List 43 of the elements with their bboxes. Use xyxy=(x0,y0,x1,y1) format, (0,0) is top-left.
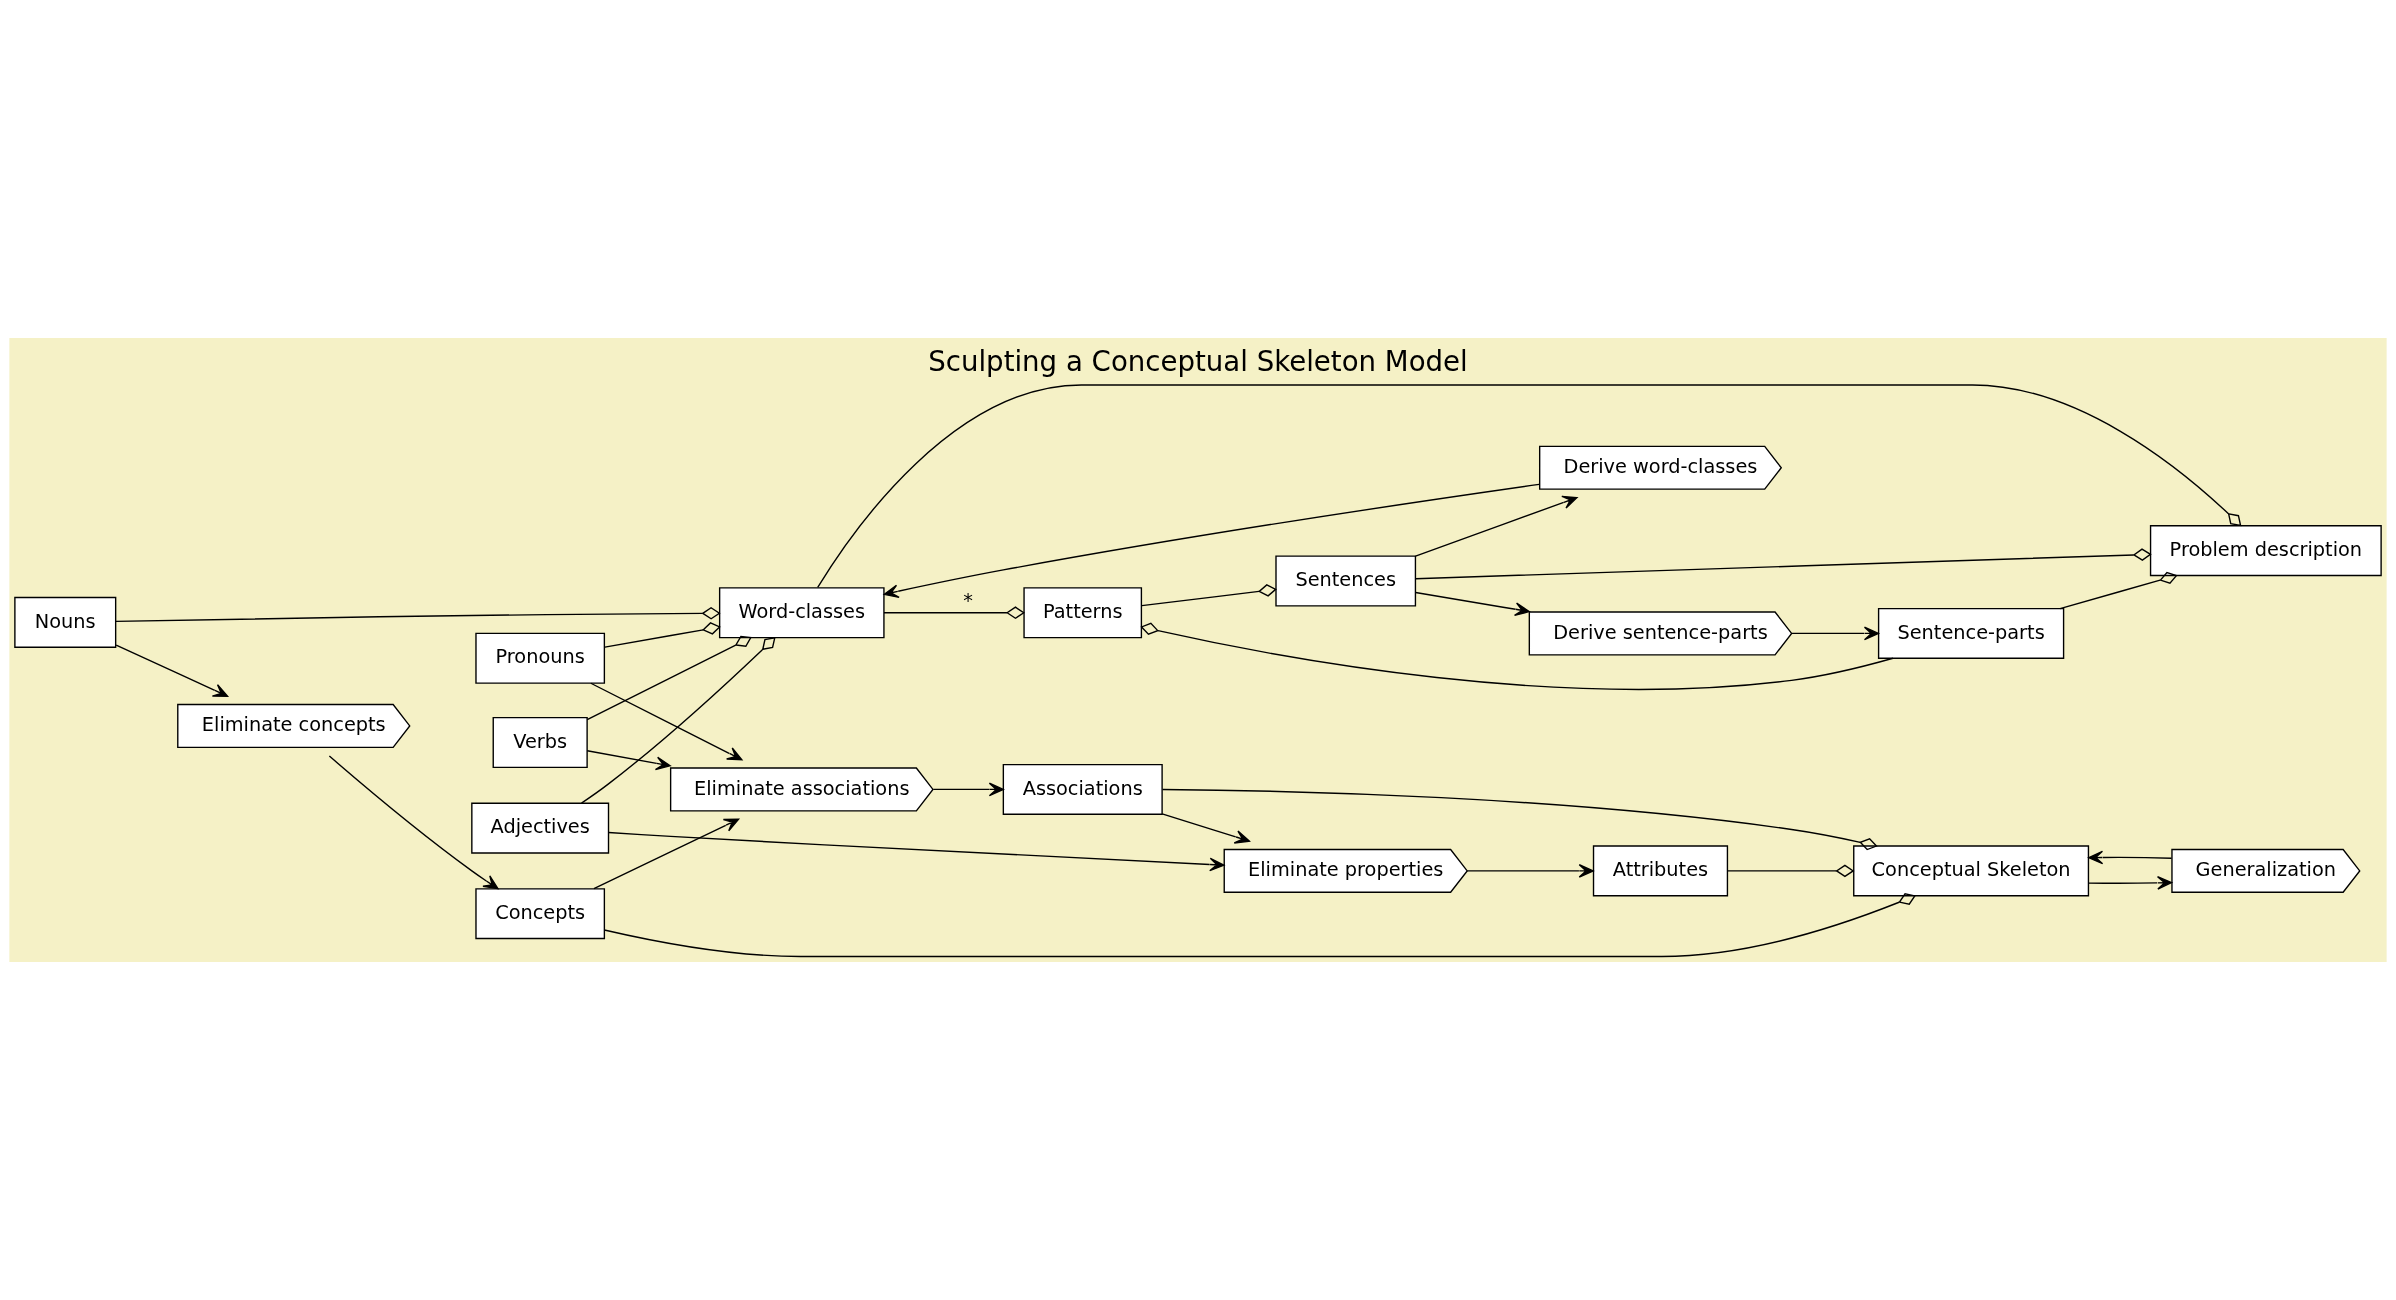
connector xyxy=(603,893,1916,958)
edge-label: * xyxy=(963,589,973,613)
connector xyxy=(604,622,721,648)
connector xyxy=(586,635,752,721)
connector xyxy=(580,636,776,804)
connector xyxy=(1141,584,1277,607)
arrow xyxy=(1414,495,1578,557)
node-box: Pronouns xyxy=(475,632,606,684)
arrow xyxy=(115,644,229,697)
node-box: Concepts xyxy=(475,888,606,940)
arrow xyxy=(607,831,1225,872)
connector xyxy=(1726,864,1855,878)
connector xyxy=(2059,571,2178,610)
connector xyxy=(883,606,1025,620)
arrow xyxy=(2088,876,2173,890)
arrow xyxy=(586,750,671,771)
node-box: Sentences xyxy=(1275,555,1417,607)
connector xyxy=(817,384,2242,589)
node-box: Associations xyxy=(1002,763,1163,815)
node-box: Conceptual Skeleton xyxy=(1853,845,2090,897)
node-box: Problem description xyxy=(2149,525,2382,577)
node-box: Sentence-parts xyxy=(1877,607,2065,659)
arrow xyxy=(1791,626,1879,641)
arrow xyxy=(593,818,740,890)
node-box: Verbs xyxy=(492,716,588,769)
node-box: Attributes xyxy=(1592,845,1729,897)
arrow xyxy=(328,755,499,890)
arrow xyxy=(1161,813,1250,844)
connector xyxy=(1140,622,1894,690)
connector xyxy=(1161,788,1878,851)
arrow xyxy=(883,483,1540,599)
arrow xyxy=(590,682,743,761)
node-box: Adjectives xyxy=(471,802,610,854)
arrow xyxy=(932,782,1004,797)
arrow xyxy=(2088,850,2173,865)
arrow xyxy=(1414,591,1530,617)
connector xyxy=(1415,548,2152,580)
connector xyxy=(115,606,721,623)
node-box: Word-classes xyxy=(718,587,885,639)
diagram-title: Sculpting a Conceptual Skeleton Model xyxy=(928,345,1468,379)
node-box: Patterns xyxy=(1023,587,1143,639)
arrow xyxy=(1466,863,1594,878)
node-box: Nouns xyxy=(14,596,117,648)
